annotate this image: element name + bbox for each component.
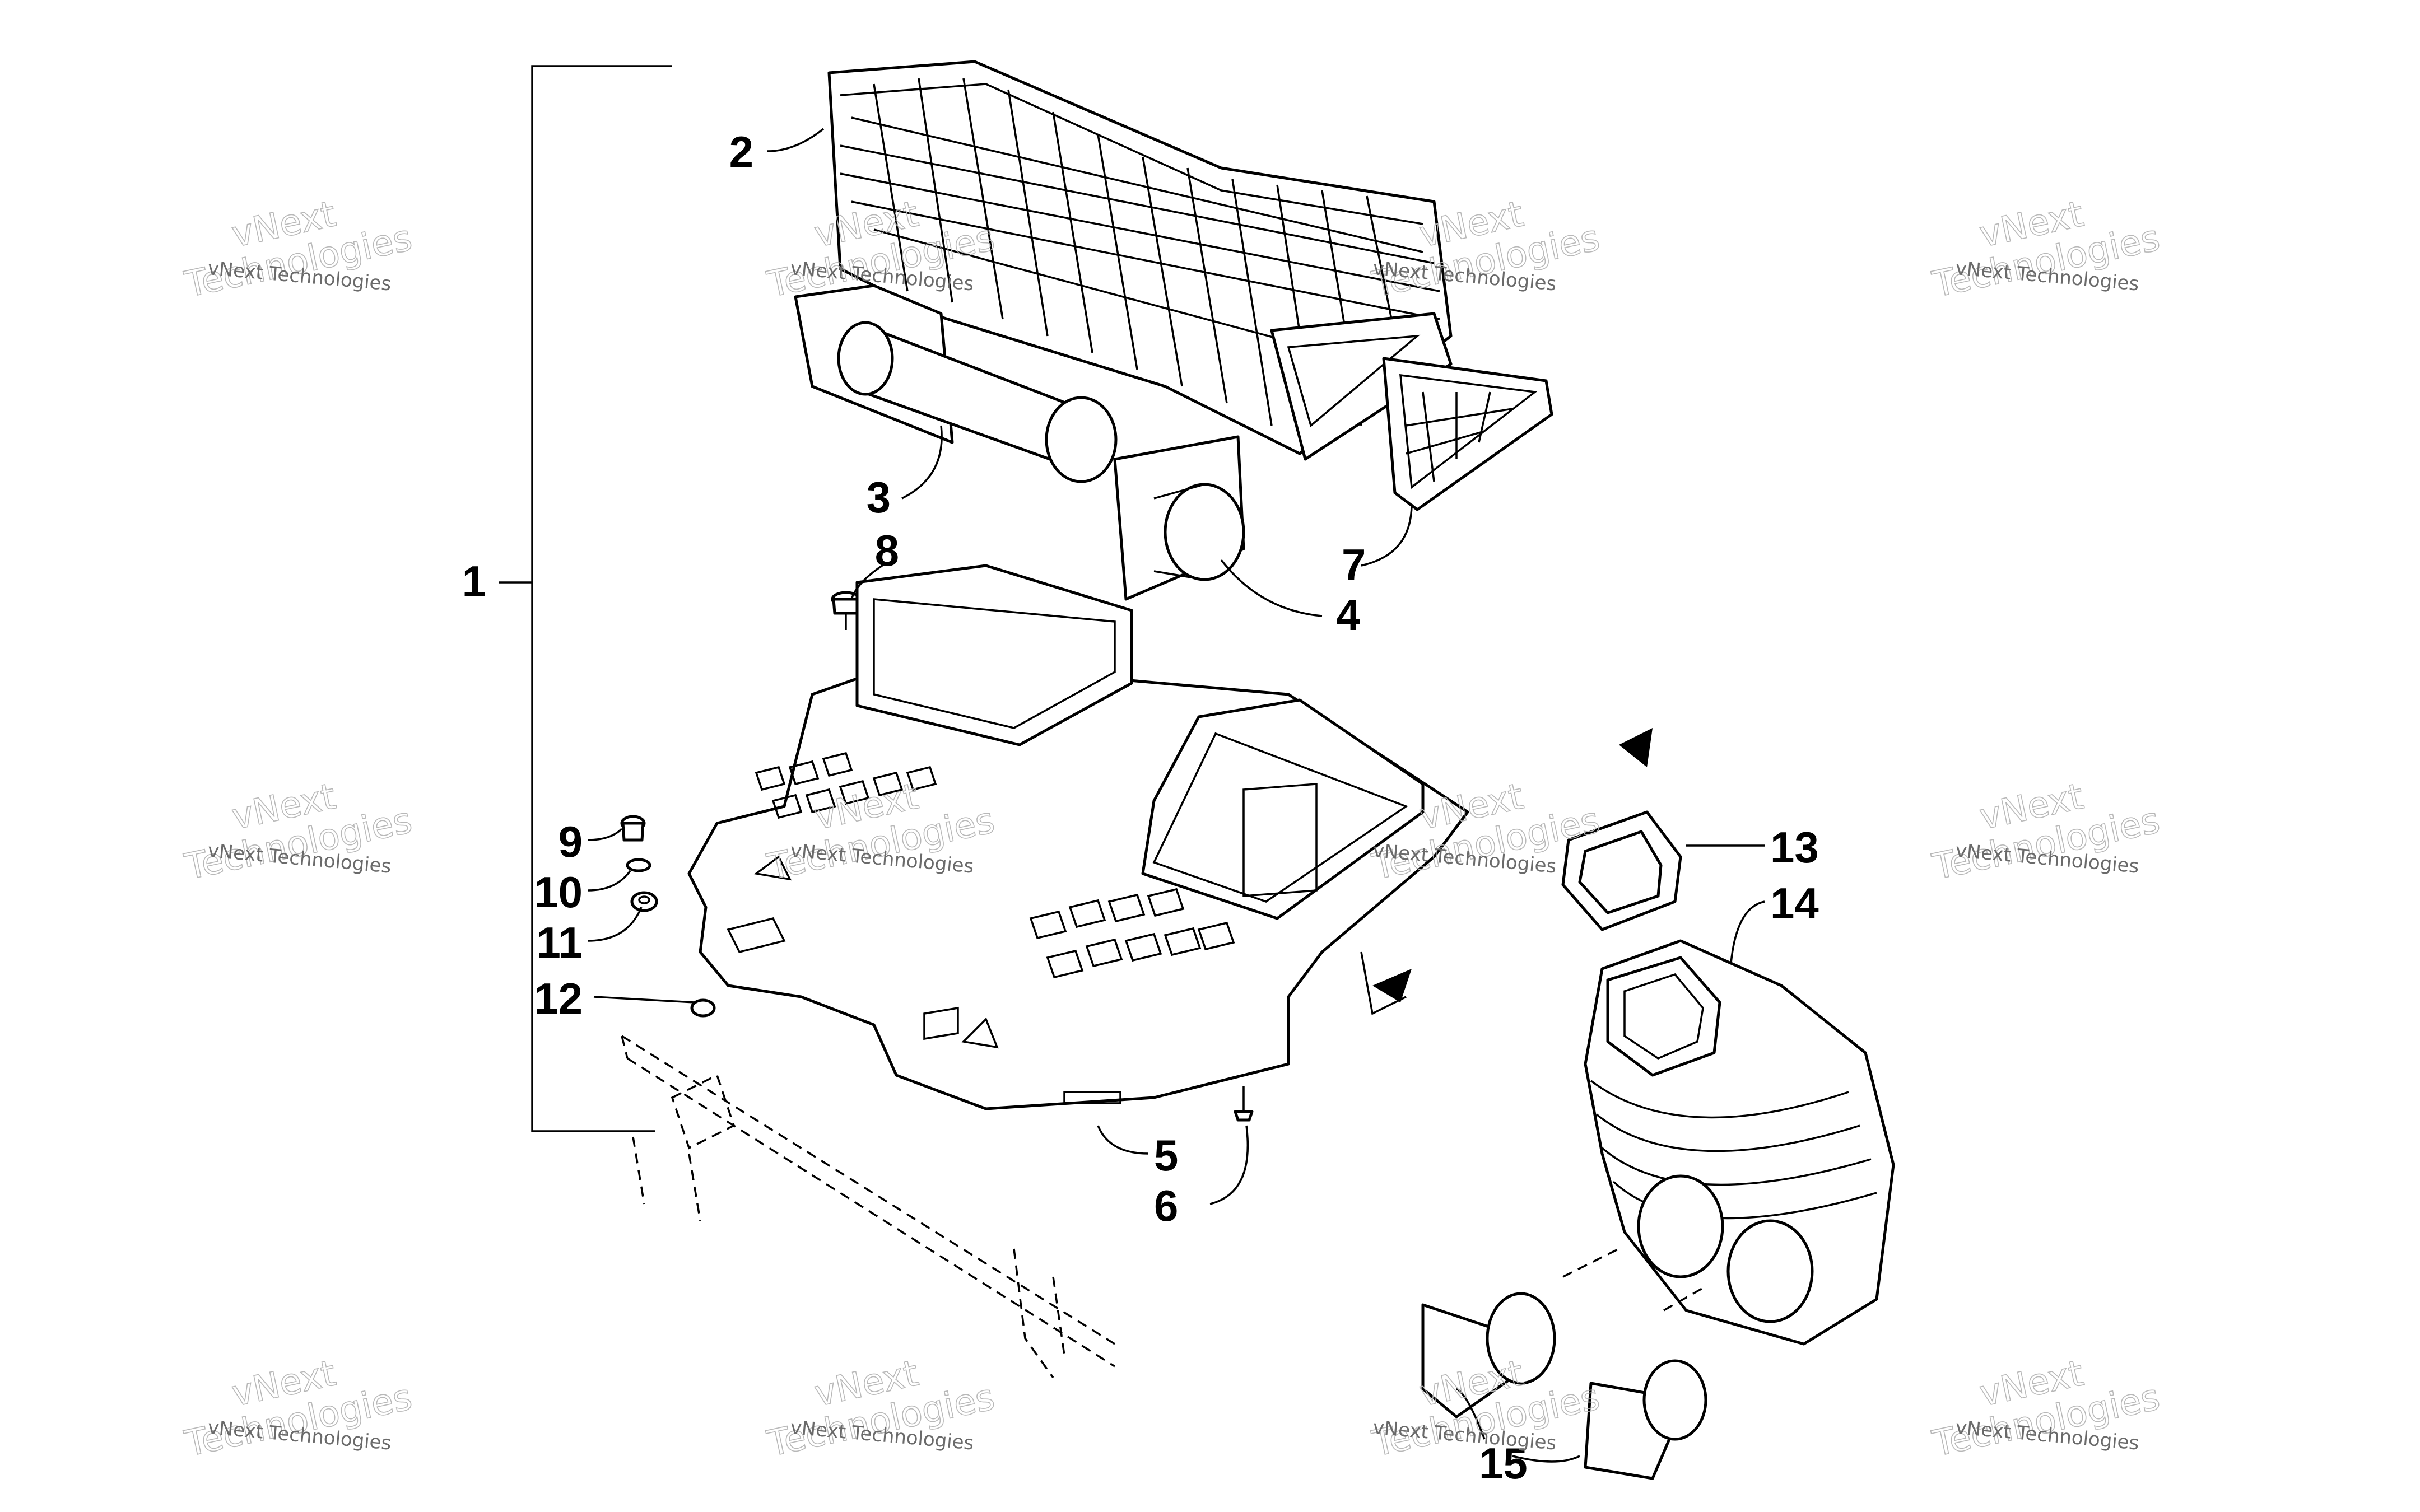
callout-5: 5 [1154, 1131, 1178, 1180]
silencer-cover [827, 60, 1453, 461]
callout-10: 10 [534, 867, 583, 917]
callout-6: 6 [1154, 1181, 1178, 1230]
arrow-top-right-icon [1619, 728, 1653, 767]
callout-15: 15 [1479, 1439, 1528, 1488]
callout-1: 1 [462, 557, 486, 606]
hardware-stack [620, 815, 716, 1018]
callout-4: 4 [1336, 590, 1360, 640]
intake-horns [1421, 1248, 1707, 1480]
callout-8: 8 [875, 526, 899, 575]
callout-9: 9 [559, 817, 583, 866]
watermarks: vNext Technologies vNext Technologies vN… [181, 193, 2164, 1466]
callout-2: 2 [729, 127, 753, 176]
callouts: 1 2 3 4 5 6 7 8 9 10 11 12 13 14 15 [462, 127, 1819, 1488]
arrow-tray-icon [1372, 969, 1412, 1002]
fastener-top [831, 591, 861, 630]
callout-14: 14 [1770, 879, 1819, 928]
direction-arrows [1360, 728, 1653, 1015]
callout-13: 13 [1770, 823, 1819, 872]
lower-tray [687, 564, 1469, 1110]
callout-12: 12 [534, 974, 583, 1023]
filter-element [794, 284, 1118, 483]
grid-lines [840, 78, 1440, 443]
leader-lines [588, 128, 1765, 1463]
gasket [1561, 810, 1682, 931]
callout-3: 3 [867, 473, 891, 522]
intake-boot [1584, 939, 1895, 1346]
tray-slots [727, 752, 1235, 1049]
fastener-bottom [1234, 1086, 1254, 1122]
callout-11: 11 [537, 918, 583, 967]
intake-screen [1382, 357, 1553, 511]
outlet-tube [1113, 435, 1245, 601]
callout-7: 7 [1342, 540, 1366, 589]
assembly-bracket [499, 65, 672, 1132]
frame-reference [621, 1035, 1115, 1379]
